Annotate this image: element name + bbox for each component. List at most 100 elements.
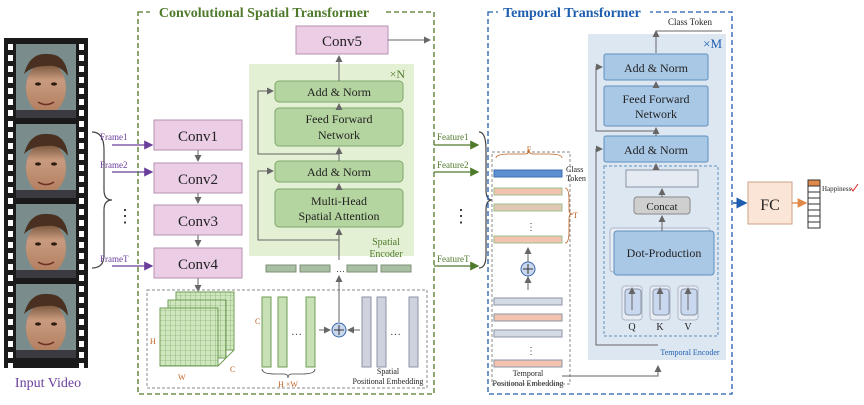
film-sprocket-hole [8, 143, 13, 149]
film-sprocket-hole [79, 220, 84, 226]
film-sprocket-hole [8, 154, 13, 160]
features-brace [478, 131, 493, 269]
film-sprocket-hole [8, 77, 13, 83]
film-sprocket-hole [79, 363, 84, 369]
film-sprocket-hole [8, 297, 13, 303]
frames-brace [91, 131, 113, 269]
conv2-block [153, 162, 243, 194]
output-label: Happiness [822, 185, 851, 193]
class-token-label-line2: Token [566, 174, 586, 183]
frame-images [16, 44, 76, 358]
film-sprocket-hole [79, 77, 84, 83]
video-frame-image [16, 204, 76, 278]
film-sprocket-hole [8, 275, 13, 281]
film-sprocket-hole [8, 220, 13, 226]
temporal-encoder-name: Temporal Encoder [660, 348, 720, 357]
film-sprocket-hole [79, 44, 84, 50]
temporal-ffn-line2: Network [635, 107, 677, 121]
spatial-transformer-title: Convolutional Spatial Transformer [159, 6, 369, 21]
film-sprocket-hole [79, 110, 84, 116]
feature2-label: Feature2 [437, 160, 469, 170]
film-sprocket-hole [8, 165, 13, 171]
features-dots: ⋮ [452, 206, 470, 226]
temporal-positional-embedding: ⋮ Temporal Positional Embedding [493, 297, 564, 388]
film-sprocket-hole [8, 209, 13, 215]
svg-text:⋮: ⋮ [526, 222, 536, 233]
c-dim-label-cube: C [230, 365, 235, 374]
featuret-label: FeatureT [437, 254, 470, 264]
k-label: K [656, 322, 664, 333]
token-dots: … [291, 326, 302, 338]
embed-dots: … [390, 326, 401, 338]
film-sprocket-hole [79, 253, 84, 259]
framet-label: FrameT [100, 254, 129, 264]
film-sprocket-hole [8, 198, 13, 204]
film-sprocket-hole [8, 187, 13, 193]
film-sprocket-hole [79, 297, 84, 303]
film-sprocket-hole [8, 319, 13, 325]
spatial-add-norm-bottom: Add & Norm [307, 165, 372, 179]
film-sprocket-hole [8, 110, 13, 116]
film-sprocket-hole [79, 341, 84, 347]
flattened-tokens: C … H ×W [255, 296, 316, 389]
temporal-embed-label-line2: Positional Embedding [493, 379, 564, 388]
h-dim-label: H [150, 337, 156, 346]
film-sprocket-hole [8, 132, 13, 138]
film-sprocket-hole [8, 176, 13, 182]
spatial-add-op [319, 275, 360, 338]
q-label: Q [628, 322, 636, 333]
temporal-embed-label-line1: Temporal [513, 369, 544, 378]
film-sprocket-hole [8, 242, 13, 248]
film-sprocket-hole [8, 55, 13, 61]
frame1-label: Frame1 [100, 132, 128, 142]
film-sprocket-hole [79, 308, 84, 314]
spatial-repeat-label: ×N [390, 67, 406, 81]
spatial-positional-embedding: … Spatial Positional Embedding [353, 296, 424, 386]
film-sprocket-hole [79, 66, 84, 72]
film-sprocket-hole [8, 44, 13, 50]
output-vector: Happiness [807, 179, 859, 229]
film-sprocket-hole [79, 330, 84, 336]
conv-stack: Conv1 Conv2 Conv3 Conv4 Conv5 [153, 25, 431, 292]
spatial-ffn-line2: Network [318, 128, 360, 142]
film-strip [4, 38, 88, 369]
film-sprocket-hole [79, 99, 84, 105]
film-sprocket-hole [79, 319, 84, 325]
temporal-repeat-label: ×M [703, 36, 722, 51]
t-dim-label: T [573, 211, 578, 220]
frame-arrows: Frame1 Frame2 FrameT ⋮ [100, 132, 154, 271]
film-sprocket-hole [79, 264, 84, 270]
film-sprocket-hole [8, 264, 13, 270]
class-token-output-label: Class Token [668, 17, 712, 27]
input-video-label: Input Video [15, 376, 81, 391]
conv3-label: Conv3 [178, 214, 218, 230]
dot-production-label: Dot-Production [627, 246, 702, 260]
conv4-label: Conv4 [178, 257, 219, 273]
conv2-label: Conv2 [178, 172, 218, 188]
film-sprocket-hole [79, 352, 84, 358]
film-sprocket-hole [8, 363, 13, 369]
spatial-embedding-region [146, 289, 428, 389]
film-sprocket-hole [8, 66, 13, 72]
spatial-embed-label-line2: Positional Embedding [353, 377, 424, 386]
hw-dim-label: H ×W [278, 380, 298, 389]
film-sprocket-hole [8, 330, 13, 336]
film-sprocket-hole [79, 143, 84, 149]
film-sprocket-hole [79, 187, 84, 193]
film-sprocket-hole [79, 121, 84, 127]
conv1-label: Conv1 [178, 129, 218, 145]
film-sprocket-hole [8, 352, 13, 358]
f-dim-label: F [527, 145, 532, 154]
film-sprocket-hole [79, 286, 84, 292]
temporal-ffn-line1: Feed Forward [623, 92, 690, 106]
conv5-block [295, 25, 389, 55]
temporal-add-norm-top: Add & Norm [624, 61, 689, 75]
film-sprocket-hole [79, 88, 84, 94]
concat-label: Concat [646, 201, 677, 213]
film-sprocket-hole [79, 55, 84, 61]
temporal-input-tokens: F Class Token ⋮ T [493, 145, 586, 244]
temporal-transformer-title: Temporal Transformer [503, 6, 641, 21]
film-sprocket-hole [79, 209, 84, 215]
